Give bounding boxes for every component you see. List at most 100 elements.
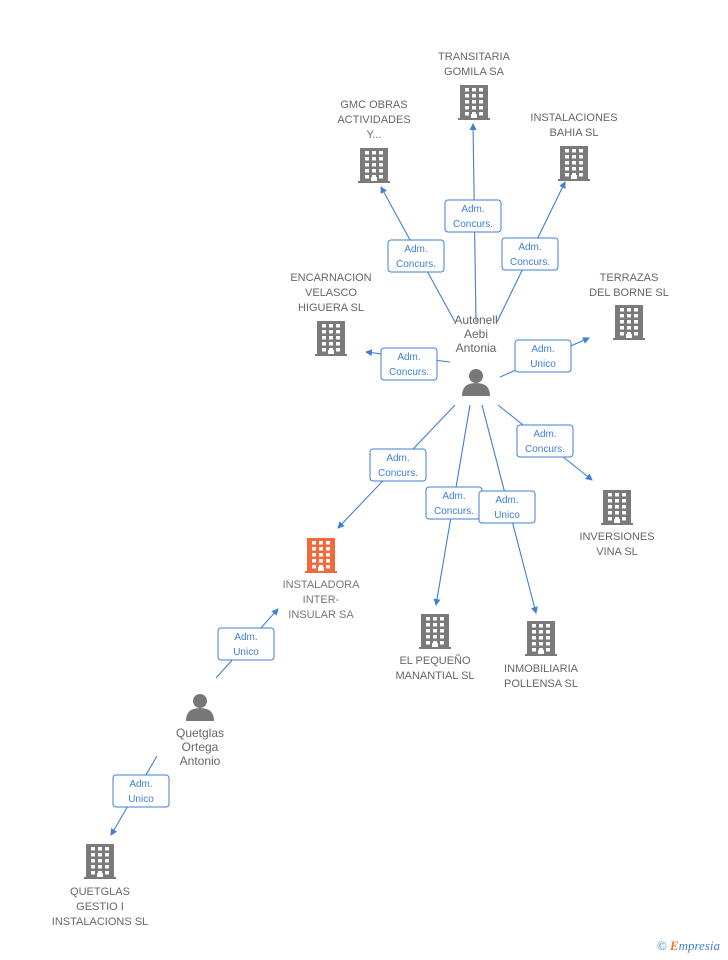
node-label-inversiones: INVERSIONES: [579, 531, 654, 543]
role-badge-text: Concurs.: [389, 367, 429, 378]
role-badge-box: [112, 774, 170, 808]
building-icon: [358, 148, 390, 183]
building-icon: [525, 621, 557, 656]
role-badge-text: Adm.: [518, 242, 541, 253]
node-pequeno[interactable]: EL PEQUEÑO MANANTIAL SL: [395, 614, 475, 682]
role-badge-box: [514, 339, 572, 373]
node-label-terrazas: DEL BORNE SL: [589, 287, 669, 299]
node-label-quetglas_c: QUETGLAS: [70, 886, 130, 898]
node-label-encarnacion: VELASCO: [305, 287, 357, 299]
node-label-pollensa: POLLENSA SL: [504, 678, 578, 690]
role-badge-text: Adm.: [442, 491, 465, 502]
role-badge-box: [516, 424, 574, 458]
node-label-quetglas_p: Antonio: [180, 754, 221, 768]
node-label-autonell: Antonia: [456, 341, 497, 355]
node-pollensa[interactable]: INMOBILIARIA POLLENSA SL: [504, 621, 579, 690]
node-label-quetglas_p: Ortega: [182, 740, 219, 754]
role-badge-box: [501, 237, 559, 271]
role-badge-text: Adm.: [461, 204, 484, 215]
node-label-terrazas: TERRAZAS: [600, 272, 659, 284]
role-badge-autonell-to-inversiones[interactable]: Adm. Concurs.: [516, 424, 574, 458]
role-badge-text: Adm.: [531, 344, 554, 355]
building-icon: [558, 146, 590, 181]
node-bahia[interactable]: INSTALACIONES BAHIA SL: [530, 112, 618, 181]
role-badge-text: Adm.: [386, 453, 409, 464]
node-quetglas_c[interactable]: QUETGLAS GESTIO I INSTALACIONS SL: [52, 844, 148, 928]
building-icon: [601, 490, 633, 525]
role-badge-autonell-to-pequeno[interactable]: Adm. Concurs.: [425, 486, 483, 520]
person-icon: [462, 369, 490, 396]
role-badge-box: [217, 627, 275, 661]
node-gmc[interactable]: GMC OBRASACTIVIDADESY...: [337, 99, 411, 183]
building-icon: [315, 321, 347, 356]
node-label-quetglas_c: INSTALACIONS SL: [52, 916, 148, 928]
role-badge-text: Unico: [494, 510, 520, 521]
building-icon: [305, 538, 337, 573]
node-inversiones[interactable]: INVERSIONES VINA SL: [579, 490, 655, 558]
role-badge-autonell-to-bahia[interactable]: Adm. Concurs.: [501, 237, 559, 271]
role-badge-text: Concurs.: [453, 219, 493, 230]
node-label-autonell: Aebi: [464, 327, 488, 341]
role-badge-box: [380, 347, 438, 381]
node-label-encarnacion: HIGUERA SL: [298, 302, 364, 314]
role-badge-text: Adm.: [129, 779, 152, 790]
node-label-autonell: Autonell: [454, 313, 497, 327]
node-terrazas[interactable]: TERRAZAS DEL BORNE SL: [589, 272, 669, 340]
node-label-transitaria: GOMILA SA: [444, 66, 505, 78]
node-label-bahia: BAHIA SL: [550, 127, 599, 139]
role-badge-text: Adm.: [533, 429, 556, 440]
role-badge-text: Unico: [128, 794, 154, 805]
node-label-interinsular: INSULAR SA: [288, 609, 354, 621]
role-badge-autonell-to-transitaria[interactable]: Adm. Concurs.: [444, 199, 502, 233]
node-label-bahia: INSTALACIONES: [530, 112, 617, 124]
role-badge-autonell-to-interinsular[interactable]: Adm. Concurs.: [369, 448, 427, 482]
role-badge-quetglas_p-to-quetglas_c[interactable]: Adm. Unico: [112, 774, 170, 808]
role-badge-text: Adm.: [404, 244, 427, 255]
role-badge-text: Adm.: [397, 352, 420, 363]
node-transitaria[interactable]: TRANSITARIA GOMILA SA: [438, 51, 511, 120]
node-label-gmc: ACTIVIDADES: [337, 114, 410, 126]
node-label-pequeno: MANANTIAL SL: [395, 670, 474, 682]
brand-name: mpresia: [678, 938, 720, 953]
node-interinsular[interactable]: INSTALADORA INTER- INSULAR SA: [283, 538, 360, 621]
node-label-gmc: Y...: [366, 129, 381, 141]
node-label-interinsular: INSTALADORA: [283, 579, 360, 591]
building-icon: [613, 305, 645, 340]
role-badge-text: Unico: [530, 359, 556, 370]
building-icon: [419, 614, 451, 649]
role-badge-autonell-to-encarnacion[interactable]: Adm. Concurs.: [380, 347, 438, 381]
node-label-quetglas_p: Quetglas: [176, 726, 224, 740]
node-label-pollensa: INMOBILIARIA: [504, 663, 579, 675]
role-badge-text: Concurs.: [510, 257, 550, 268]
node-label-quetglas_c: GESTIO I: [76, 901, 124, 913]
role-badge-autonell-to-terrazas[interactable]: Adm. Unico: [514, 339, 572, 373]
role-badge-text: Concurs.: [378, 468, 418, 479]
role-badge-text: Concurs.: [434, 506, 474, 517]
role-badge-autonell-to-pollensa[interactable]: Adm. Unico: [478, 490, 536, 524]
building-icon: [458, 85, 490, 120]
copyright-icon: ©: [656, 938, 667, 953]
role-badge-box: [387, 239, 445, 273]
brand-initial: E: [669, 938, 679, 953]
node-label-interinsular: INTER-: [303, 594, 340, 606]
node-label-inversiones: VINA SL: [596, 546, 638, 558]
role-badge-box: [444, 199, 502, 233]
role-badge-text: Adm.: [234, 632, 257, 643]
node-label-pequeno: EL PEQUEÑO: [399, 654, 471, 667]
person-icon: [186, 694, 214, 721]
node-encarnacion[interactable]: ENCARNACION VELASCO HIGUERA SL: [290, 272, 372, 356]
node-label-transitaria: TRANSITARIA: [438, 51, 511, 63]
building-icon: [84, 844, 116, 879]
role-badge-box: [369, 448, 427, 482]
node-label-encarnacion: ENCARNACION: [290, 272, 371, 284]
role-badge-autonell-to-gmc[interactable]: Adm. Concurs.: [387, 239, 445, 273]
role-badge-text: Concurs.: [525, 444, 565, 455]
role-badge-text: Concurs.: [396, 259, 436, 270]
role-badge-quetglas_p-to-interinsular[interactable]: Adm.Unico: [217, 627, 275, 661]
role-badge-box: [478, 490, 536, 524]
role-badge-text: Adm.: [495, 495, 518, 506]
footer-brand: © Empresia: [657, 938, 720, 954]
